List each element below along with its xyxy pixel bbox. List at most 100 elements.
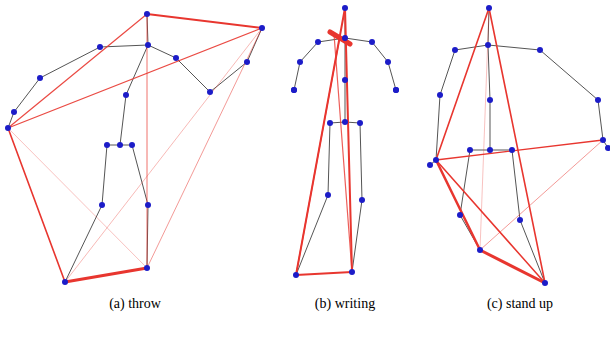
joint-dot bbox=[342, 35, 348, 41]
skeleton-bone bbox=[488, 45, 540, 50]
skeleton-bone bbox=[455, 45, 488, 50]
joint-dot bbox=[509, 147, 515, 153]
skeleton-bone bbox=[372, 42, 388, 62]
joint-dot bbox=[117, 142, 123, 148]
skeleton-illustration bbox=[0, 0, 610, 290]
skeleton-bone bbox=[512, 150, 520, 220]
joint-dot bbox=[97, 44, 103, 50]
joint-dot bbox=[259, 25, 265, 31]
joint-relation-line bbox=[8, 128, 147, 268]
skeleton-bone bbox=[294, 62, 300, 90]
joint-dot bbox=[129, 142, 135, 148]
joint-dot bbox=[327, 120, 333, 126]
joint-dot bbox=[244, 59, 250, 65]
joint-relation-line bbox=[480, 250, 545, 283]
joint-dot bbox=[325, 192, 331, 198]
joint-relation-line bbox=[436, 160, 480, 250]
skeleton-bone bbox=[148, 45, 176, 58]
joint-dot bbox=[433, 157, 439, 163]
joint-dot bbox=[173, 55, 179, 61]
skeleton-bone bbox=[352, 200, 362, 272]
joint-dot bbox=[99, 202, 105, 208]
joint-dot bbox=[145, 202, 151, 208]
skeleton-bone bbox=[345, 80, 346, 122]
joint-dot bbox=[369, 39, 375, 45]
joint-dot bbox=[393, 87, 399, 93]
joint-dot bbox=[342, 77, 348, 83]
skeleton-bone bbox=[388, 62, 396, 90]
joint-dot bbox=[37, 75, 43, 81]
joint-relation-line bbox=[147, 28, 262, 268]
joint-relation-line bbox=[296, 8, 345, 275]
skeleton-bone bbox=[540, 50, 598, 100]
skeleton-bone bbox=[176, 58, 210, 92]
joint-relation-line bbox=[8, 28, 262, 128]
joint-dot bbox=[487, 97, 493, 103]
joint-dot bbox=[605, 145, 610, 151]
subfigure-caption: (c) stand up bbox=[487, 296, 553, 312]
joint-relation-line bbox=[147, 14, 262, 28]
joint-dot bbox=[600, 137, 606, 143]
joint-dot bbox=[477, 247, 483, 253]
joint-relation-line bbox=[8, 128, 65, 282]
skeleton-bone bbox=[490, 100, 491, 150]
joint-dot bbox=[427, 162, 433, 168]
skeleton-bone bbox=[460, 150, 470, 215]
joint-dot bbox=[385, 59, 391, 65]
joint-dot bbox=[393, 87, 399, 93]
joint-relation-line bbox=[296, 36, 340, 275]
joint-dot bbox=[145, 42, 151, 48]
skeleton-bone bbox=[490, 150, 512, 151]
joint-dot bbox=[359, 197, 365, 203]
joint-relation-line bbox=[480, 140, 603, 250]
skeleton-bone bbox=[328, 123, 330, 195]
skeleton-bone bbox=[296, 195, 328, 275]
joint-dot bbox=[517, 217, 523, 223]
joint-relation-line bbox=[8, 14, 147, 128]
joint-dot bbox=[437, 92, 443, 98]
joint-dot bbox=[342, 119, 348, 125]
joint-dot bbox=[537, 47, 543, 53]
joint-dot bbox=[144, 11, 150, 17]
joint-dot bbox=[104, 142, 110, 148]
skeleton-bone bbox=[102, 145, 107, 205]
joint-dot bbox=[62, 279, 68, 285]
joint-dot bbox=[5, 125, 11, 131]
joint-dot bbox=[297, 59, 303, 65]
joint-dot bbox=[144, 265, 150, 271]
joint-relation-line bbox=[334, 34, 352, 272]
joint-relation-line bbox=[147, 14, 148, 268]
joint-dot bbox=[293, 272, 299, 278]
joint-dot bbox=[349, 269, 355, 275]
joint-relation-line bbox=[436, 140, 603, 160]
skeleton-bone bbox=[360, 123, 362, 200]
skeleton-bone bbox=[120, 95, 126, 145]
joint-dot bbox=[11, 109, 17, 115]
joint-dot bbox=[457, 212, 463, 218]
joint-relation-line bbox=[489, 8, 545, 283]
joint-dot bbox=[452, 47, 458, 53]
skeleton-bone bbox=[40, 47, 100, 78]
skeleton-bone bbox=[598, 100, 603, 140]
joint-dot bbox=[467, 147, 473, 153]
joint-dot bbox=[595, 97, 601, 103]
joint-relation-line bbox=[65, 28, 262, 282]
joint-dot bbox=[291, 87, 297, 93]
skeleton-bone bbox=[132, 145, 148, 205]
subfigure-caption: (a) throw bbox=[109, 296, 161, 312]
joint-dot bbox=[486, 5, 492, 11]
joint-dot bbox=[291, 87, 297, 93]
subfigure-caption: (b) writing bbox=[315, 296, 375, 312]
joint-relation-line bbox=[296, 272, 352, 275]
skeleton-bone bbox=[488, 45, 490, 100]
joint-dot bbox=[315, 39, 321, 45]
joint-dot bbox=[487, 147, 493, 153]
joint-relation-line bbox=[65, 268, 147, 282]
joint-dot bbox=[485, 42, 491, 48]
skeleton-figure bbox=[5, 11, 265, 285]
skeleton-bone bbox=[300, 42, 318, 62]
skeleton-bone bbox=[126, 45, 148, 95]
skeleton-figure bbox=[427, 5, 610, 286]
skeleton-bone bbox=[440, 50, 455, 95]
